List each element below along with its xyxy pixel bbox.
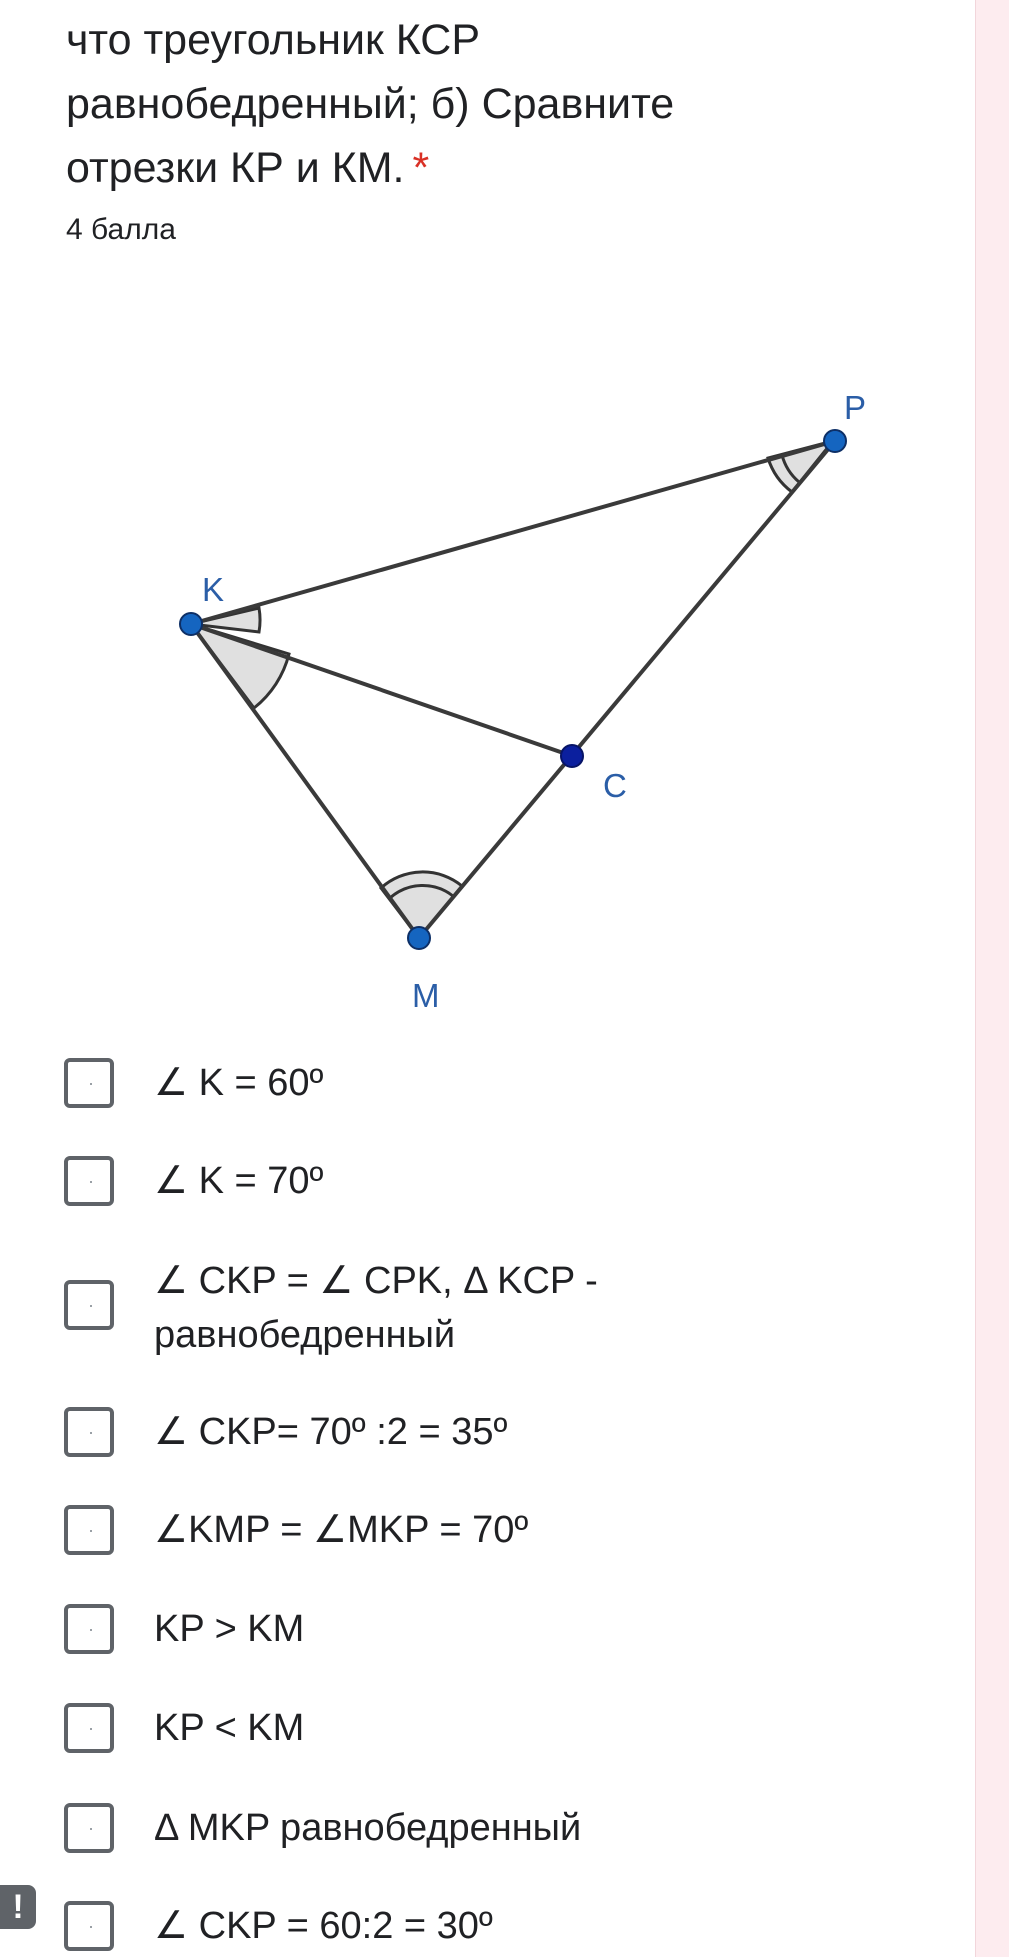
segment-kc bbox=[190, 622, 573, 758]
option-label: ∠ CKP= 70º :2 = 35º bbox=[154, 1405, 874, 1459]
segment-mp bbox=[417, 439, 837, 940]
checkbox-dot bbox=[90, 1629, 92, 1631]
checkbox[interactable] bbox=[64, 1058, 114, 1108]
checkbox-dot bbox=[90, 1083, 92, 1085]
question-points: 4 балла bbox=[66, 213, 176, 246]
option-label: ∠ K = 70º bbox=[154, 1154, 874, 1208]
option-label-line: ∠ CKP = 60:2 = 30º bbox=[154, 1905, 493, 1947]
checkbox-dot bbox=[90, 1530, 92, 1532]
question-title-line-3-text: отрезки КР и КМ. bbox=[66, 144, 405, 192]
checkbox[interactable] bbox=[64, 1703, 114, 1753]
required-star: * bbox=[412, 144, 430, 192]
option-k-60[interactable]: ∠ K = 60º bbox=[64, 1056, 964, 1112]
label-c: C bbox=[603, 767, 627, 804]
options-list: ∠ K = 60º ∠ K = 70º ∠ CKP = ∠ CPK, Δ KCP… bbox=[64, 1056, 964, 1955]
checkbox[interactable] bbox=[64, 1604, 114, 1654]
option-label: ∠ CKP = 60:2 = 30º bbox=[154, 1899, 874, 1953]
checkbox-dot bbox=[90, 1305, 92, 1307]
checkbox[interactable] bbox=[64, 1901, 114, 1951]
question-title-line-1: что треугольник КСР bbox=[66, 16, 481, 64]
option-k-70[interactable]: ∠ K = 70º bbox=[64, 1154, 964, 1210]
question-title-line-2: равнобедренный; б) Сравните bbox=[66, 80, 675, 128]
option-kmp-mkp-70[interactable]: ∠KMP = ∠MKP = 70º bbox=[64, 1503, 964, 1559]
alert-icon[interactable]: ! bbox=[0, 1885, 36, 1929]
option-label: ∠ K = 60º bbox=[154, 1056, 874, 1110]
option-ckp-30[interactable]: ∠ CKP = 60:2 = 30º bbox=[64, 1899, 964, 1955]
label-k: K bbox=[202, 571, 224, 608]
point-k bbox=[179, 612, 203, 636]
option-kp-less-km[interactable]: KP < KM bbox=[64, 1701, 964, 1757]
option-mkp-isosceles[interactable]: Δ MKP равнобедренный bbox=[64, 1801, 964, 1857]
label-m: M bbox=[412, 977, 440, 1014]
side-strip bbox=[975, 0, 1009, 1957]
checkbox[interactable] bbox=[64, 1505, 114, 1555]
option-ckp-35[interactable]: ∠ CKP= 70º :2 = 35º bbox=[64, 1405, 964, 1461]
checkbox[interactable] bbox=[64, 1156, 114, 1206]
checkbox-dot bbox=[90, 1432, 92, 1434]
checkbox-dot bbox=[90, 1926, 92, 1928]
option-label-line: Δ MKP равнобедренный bbox=[154, 1807, 582, 1849]
label-p: P bbox=[844, 389, 866, 426]
option-label: Δ MKP равнобедренный bbox=[154, 1801, 874, 1855]
option-label-line: равнобедренный bbox=[154, 1314, 456, 1356]
point-c bbox=[560, 744, 584, 768]
angle-m-arc-inner bbox=[389, 884, 454, 900]
checkbox-dot bbox=[90, 1828, 92, 1830]
option-label-line: ∠ CKP= 70º :2 = 35º bbox=[154, 1411, 508, 1453]
option-label-line: ∠ K = 70º bbox=[154, 1160, 324, 1202]
checkbox[interactable] bbox=[64, 1803, 114, 1853]
option-label: ∠KMP = ∠MKP = 70º bbox=[154, 1503, 874, 1557]
option-label: KP > KM bbox=[154, 1602, 874, 1656]
option-label: KP < KM bbox=[154, 1701, 874, 1755]
checkbox-dot bbox=[90, 1728, 92, 1730]
option-label-line: ∠ CKP = ∠ CPK, Δ KCP - bbox=[154, 1260, 598, 1302]
angle-kp-arc bbox=[190, 606, 262, 634]
option-label-line: KP > KM bbox=[154, 1608, 305, 1650]
option-label: ∠ CKP = ∠ CPK, Δ KCP - равнобедренный bbox=[154, 1254, 874, 1362]
question-title-line-3: отрезки КР и КМ.* bbox=[66, 136, 786, 200]
point-m bbox=[407, 926, 431, 950]
segment-km bbox=[189, 622, 421, 940]
segment-kp bbox=[190, 439, 836, 626]
angle-kc-arc bbox=[187, 621, 291, 711]
triangle-figure: K P C M bbox=[179, 389, 866, 1014]
option-label-line: ∠KMP = ∠MKP = 70º bbox=[154, 1509, 529, 1551]
option-label-line: KP < KM bbox=[154, 1707, 305, 1749]
option-kp-greater-km[interactable]: KP > KM bbox=[64, 1602, 964, 1658]
checkbox[interactable] bbox=[64, 1407, 114, 1457]
checkbox-dot bbox=[90, 1181, 92, 1183]
option-label-line: ∠ K = 60º bbox=[154, 1062, 324, 1104]
checkbox[interactable] bbox=[64, 1280, 114, 1330]
point-p bbox=[823, 429, 847, 453]
option-ckp-cpk[interactable]: ∠ CKP = ∠ CPK, Δ KCP - равнобедренный bbox=[64, 1254, 964, 1362]
question-title: что треугольник КСР равнобедренный; б) С… bbox=[66, 8, 786, 200]
